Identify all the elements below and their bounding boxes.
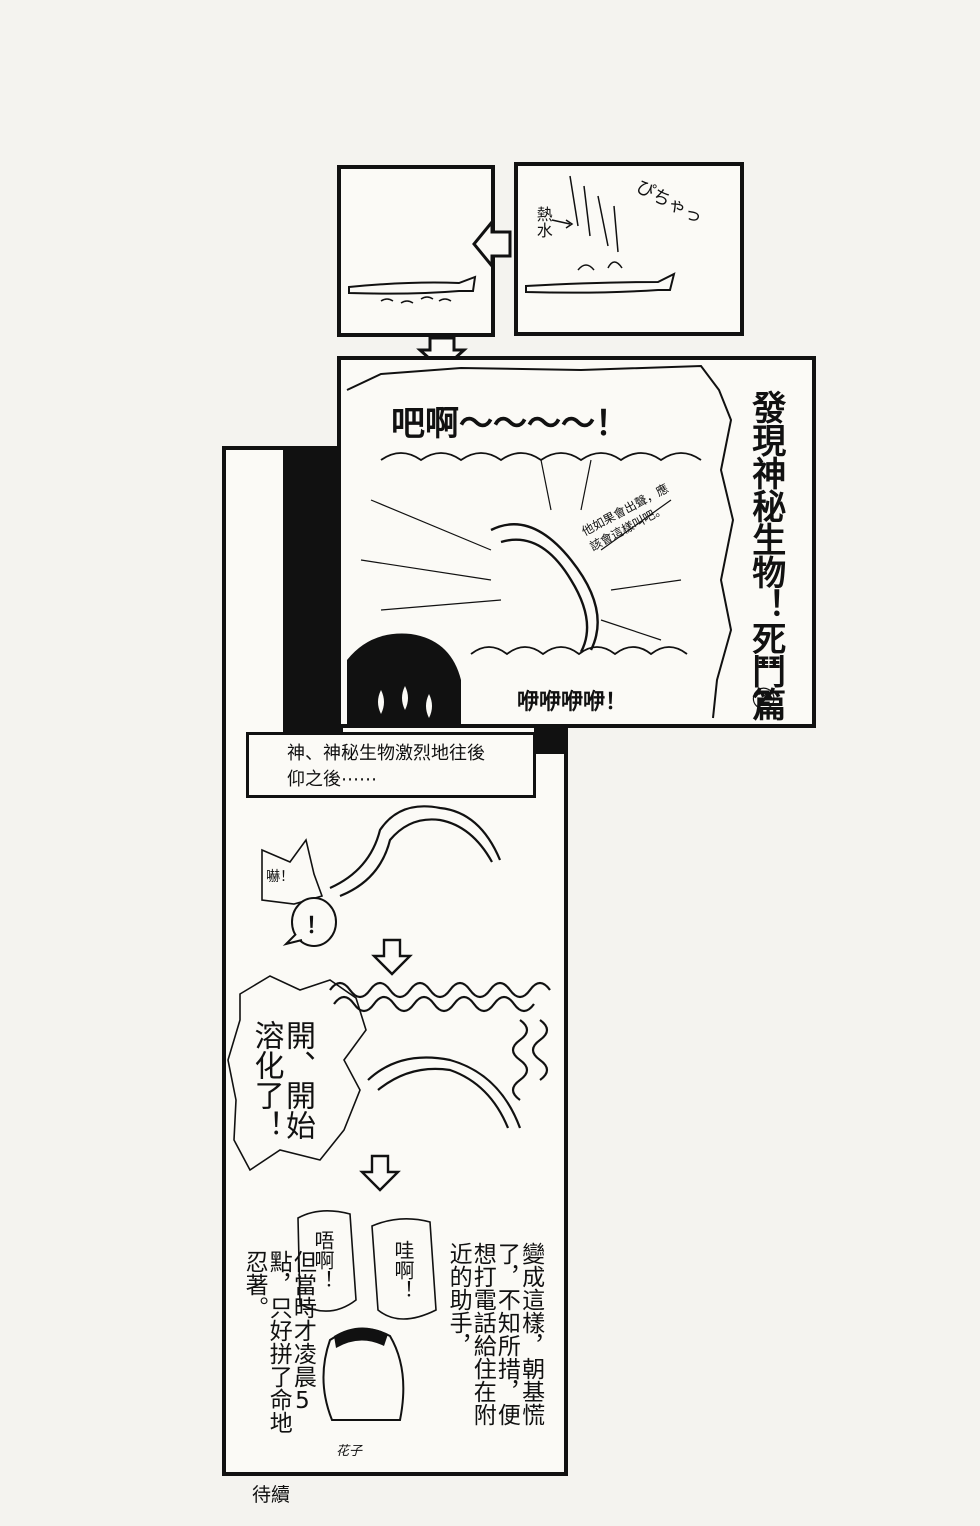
hot-water-label: 熱水 bbox=[533, 206, 553, 238]
cry-left: 唔啊！ bbox=[311, 1230, 335, 1290]
bottom-sfx: 咿咿咿咿！ bbox=[517, 690, 628, 715]
hot-water-drawing bbox=[525, 175, 676, 294]
cry-right: 哇啊！ bbox=[391, 1240, 415, 1300]
black-tone-block bbox=[534, 728, 564, 754]
panel-2: 熱水 ぴちゃっ bbox=[514, 162, 744, 336]
black-tone-strip bbox=[283, 446, 343, 736]
to-be-continued: 待續 bbox=[252, 1484, 291, 1506]
artist-signature: 花子 bbox=[336, 1444, 363, 1459]
narration-left: 但當時才凌晨5點，只好拼了命地忍著。 bbox=[241, 1250, 316, 1434]
narration-right: 變成這樣，朝基慌了，不知所措，便想打電話給住在附近的助手， bbox=[445, 1242, 544, 1426]
chapter-number: ② bbox=[751, 682, 777, 717]
creature-floating-drawing bbox=[348, 275, 477, 304]
panel-1 bbox=[337, 165, 495, 337]
chapter-title: 發現神秘生物！死鬥篇 bbox=[745, 390, 786, 720]
exclaim-mark: ！ bbox=[306, 914, 329, 939]
scream-text: 吧啊〜〜〜〜！ bbox=[391, 404, 629, 444]
panel-3: 吧啊〜〜〜〜！ 他如果會出聲，應該會這樣叫吧。 咿咿咿咿！ 發現神秘生物！死鬥篇… bbox=[337, 356, 816, 728]
creature-scream-drawing bbox=[346, 364, 735, 724]
caption-text: 神、神秘生物激烈地往後仰之後⋯⋯ bbox=[287, 743, 485, 790]
melting-text: 開、開始溶化了！ bbox=[248, 1020, 316, 1140]
startle-sfx: 嚇！ bbox=[266, 869, 294, 885]
caption-box: 神、神秘生物激烈地往後仰之後⋯⋯ bbox=[246, 732, 536, 798]
